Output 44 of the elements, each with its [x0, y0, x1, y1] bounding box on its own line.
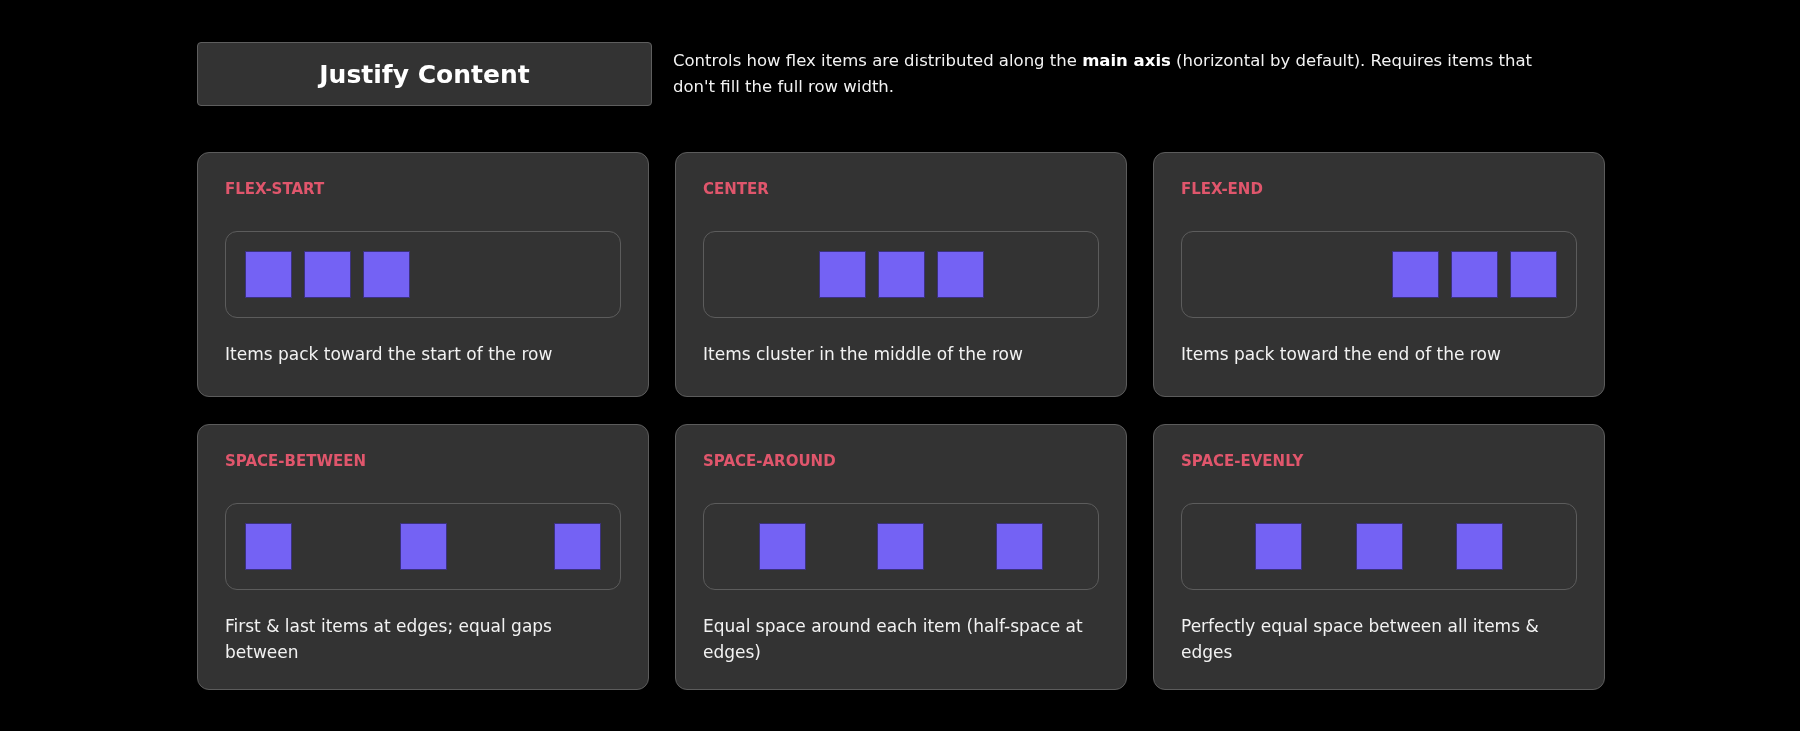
flex-item	[399, 523, 447, 570]
flex-item	[363, 251, 410, 298]
flex-container	[225, 231, 621, 318]
flex-item	[1254, 523, 1302, 570]
flex-container	[703, 231, 1099, 318]
flex-item	[304, 251, 351, 298]
flex-container	[1181, 231, 1577, 318]
flex-item	[1451, 251, 1498, 298]
card-heading: SPACE-EVENLY	[1181, 451, 1304, 472]
flex-item	[1392, 251, 1439, 298]
title-heading: Justify Content	[197, 42, 652, 106]
card-heading: FLEX-END	[1181, 179, 1263, 200]
flex-container	[1181, 503, 1577, 590]
intro-paragraph: Controls how flex items are distributed along the main axis (horizontal by default). Requires items that don't fill the full row width.	[673, 50, 1533, 98]
card-heading: SPACE-BETWEEN	[225, 451, 366, 472]
flex-container	[703, 503, 1099, 590]
flex-item	[245, 251, 292, 298]
card-description: Items cluster in the middle of the row	[703, 343, 1024, 366]
flex-item	[554, 523, 601, 570]
card-description: First & last items at edges; equal gaps between	[225, 615, 553, 664]
example-card	[675, 152, 1127, 397]
card-heading: SPACE-AROUND	[703, 451, 836, 472]
card-description: Equal space around each item (half-space at edges)	[703, 615, 1084, 664]
example-card	[1153, 152, 1605, 397]
card-heading: FLEX-START	[225, 179, 325, 200]
card-description: Items pack toward the end of the row	[1181, 343, 1502, 366]
flex-item	[936, 251, 984, 298]
example-card	[197, 424, 649, 690]
flex-item	[245, 523, 292, 570]
flex-item	[758, 523, 806, 570]
flex-item	[818, 251, 866, 298]
example-card	[197, 152, 649, 397]
flex-item	[1456, 523, 1504, 570]
flex-container	[225, 503, 621, 590]
flex-item	[877, 523, 925, 570]
flex-item	[877, 251, 925, 298]
example-card	[675, 424, 1127, 690]
card-heading: CENTER	[703, 179, 769, 200]
card-description: Perfectly equal space between all items & edges	[1181, 615, 1540, 664]
card-description: Items pack toward the start of the row	[225, 343, 554, 366]
flex-item	[1355, 523, 1403, 570]
flex-item	[1510, 251, 1557, 298]
flex-item	[996, 523, 1044, 570]
example-card	[1153, 424, 1605, 690]
